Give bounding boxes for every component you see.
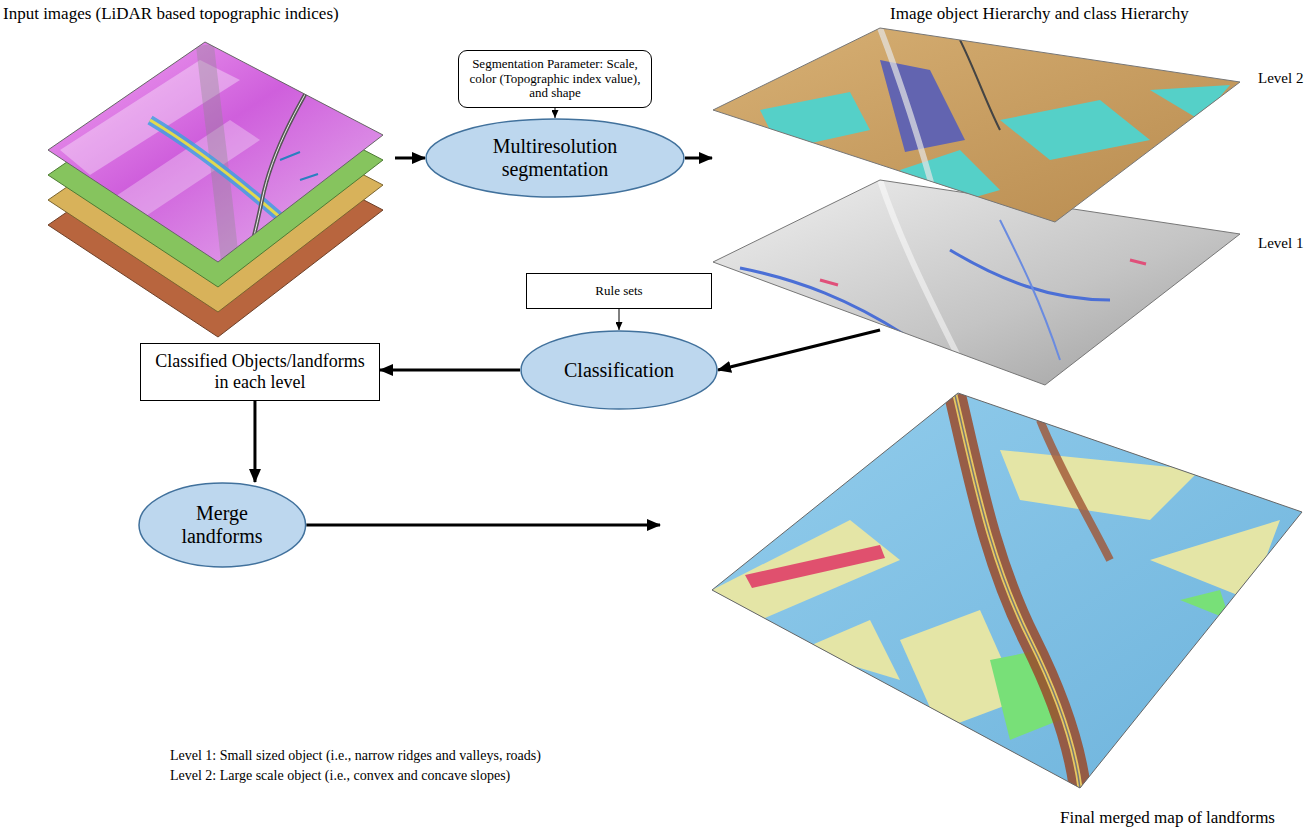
- process-label: Multiresolution segmentation: [469, 135, 640, 181]
- parameter-box: Segmentation Parameter: Scale, color (To…: [458, 50, 652, 108]
- input-image-stack: [48, 42, 383, 337]
- flow-arrow: [555, 108, 556, 118]
- image-stack: Image object Hierarchy and class Hierarc…: [712, 0, 1312, 330]
- map-caption: Final merged map of landforms: [1060, 808, 1275, 828]
- box-text: Rule sets: [595, 284, 642, 299]
- level-2-image: [713, 28, 1240, 222]
- process-label: Classification: [564, 359, 674, 382]
- flow-arrow: [619, 309, 620, 330]
- flow-arrow: [395, 156, 425, 159]
- landform-map: Final merged map of landforms: [660, 390, 1314, 838]
- ellipse-shape: [521, 331, 717, 409]
- level-label: Level 2: [1258, 70, 1303, 87]
- output-box: Classified Objects/landforms in each lev…: [140, 343, 380, 401]
- level-1-image: [713, 180, 1240, 385]
- flow-arrow: [718, 330, 880, 370]
- flow-arrow: [306, 524, 660, 527]
- box-text: Classified Objects/landforms in each lev…: [148, 351, 372, 392]
- rule-box: Rule sets: [526, 273, 712, 309]
- process-ellipse: Classification: [520, 330, 718, 410]
- image-stack: Input images (LiDAR based topographic in…: [0, 0, 395, 350]
- process-ellipse: Multiresolution segmentation: [425, 118, 685, 198]
- flow-arrow: [685, 157, 712, 160]
- flow-arrow: [253, 401, 256, 482]
- ellipse-shape: [426, 119, 684, 197]
- note: Level 2: Large scale object (i.e., conve…: [170, 768, 510, 785]
- ellipse-shape: [139, 483, 306, 567]
- process-ellipse: Merge landforms: [138, 482, 307, 568]
- level-label: Level 1: [1258, 235, 1303, 252]
- stack-heading: Image object Hierarchy and class Hierarc…: [890, 4, 1189, 24]
- box-text: Segmentation Parameter: Scale, color (To…: [466, 57, 644, 102]
- process-label: Merge landforms: [168, 502, 276, 548]
- landform-map-image: [712, 393, 1302, 788]
- stack-heading: Input images (LiDAR based topographic in…: [3, 4, 339, 24]
- flow-arrow: [380, 369, 520, 372]
- note: Level 1: Small sized object (i.e., narro…: [170, 748, 541, 765]
